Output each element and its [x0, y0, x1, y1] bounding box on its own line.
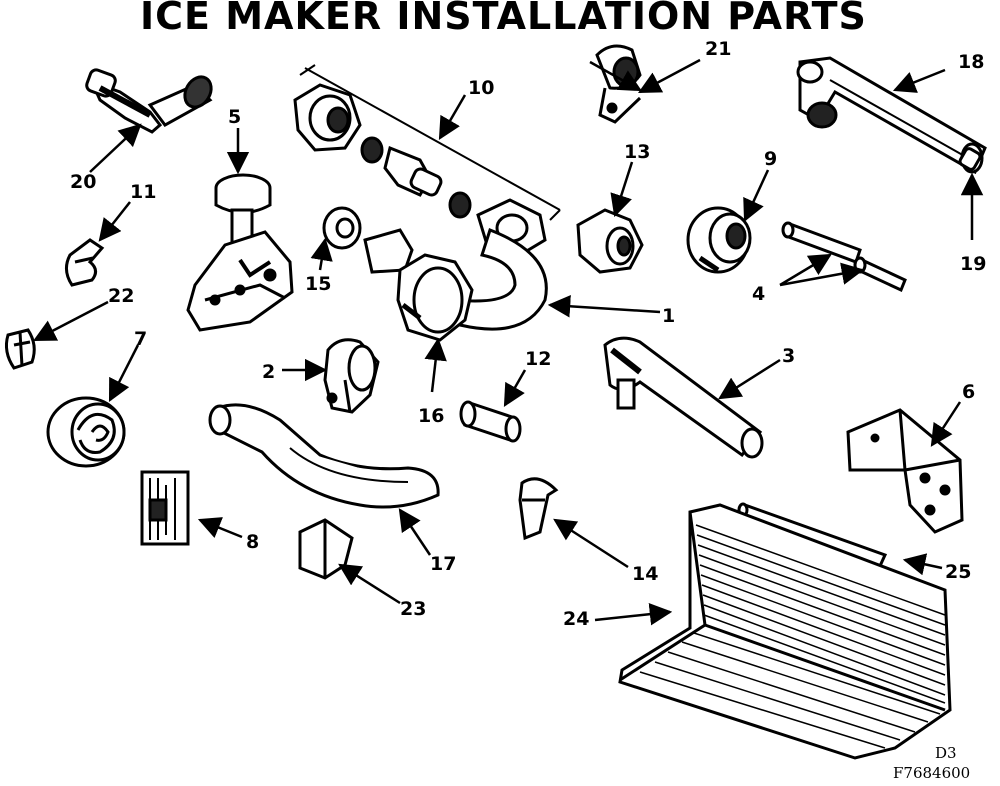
part-6-bracket [846, 408, 964, 534]
section-code: D3 [935, 744, 957, 762]
callout-17: 17 [430, 553, 456, 575]
callout-5: 5 [228, 106, 241, 128]
part-5-valve [186, 173, 294, 332]
callout-7: 7 [134, 328, 147, 350]
callout-23: 23 [400, 598, 426, 620]
part-20-connector-tube [85, 68, 213, 134]
part-14-clip [518, 477, 559, 541]
part-1-curved-fitting [363, 228, 548, 331]
callout-2: 2 [262, 361, 275, 383]
callout-18: 18 [958, 51, 984, 73]
callout-3: 3 [782, 345, 795, 367]
part-17-curved-hose [208, 403, 440, 509]
callout-8: 8 [246, 531, 259, 553]
part-9-grommet [686, 206, 752, 274]
part-24-ice-bin [618, 503, 952, 760]
part-2-clamp [323, 338, 380, 414]
figure-number: F7684600 [893, 764, 971, 782]
callout-22: 22 [108, 285, 134, 307]
diagram-title: ICE MAKER INSTALLATION PARTS [140, 0, 867, 38]
callout-14: 14 [632, 563, 658, 585]
leader-arrows [33, 58, 984, 626]
part-21-saddle-clamp [595, 44, 642, 124]
part-16-large-nut [396, 253, 474, 342]
callout-12: 12 [525, 348, 551, 370]
callout-1: 1 [662, 305, 675, 327]
callout-4: 4 [752, 283, 765, 305]
part-18-tube [796, 56, 987, 175]
callout-11: 11 [130, 181, 156, 203]
callout-6: 6 [962, 381, 975, 403]
part-3-elbow-tube [603, 336, 764, 459]
callout-10: 10 [468, 77, 494, 99]
callout-labels: 1 2 3 4 5 6 7 8 9 10 11 12 13 14 15 16 1… [70, 38, 986, 630]
callout-25: 25 [945, 561, 971, 583]
part-8-module [140, 470, 190, 546]
part-12-sleeve [459, 400, 522, 443]
part-15-washer [322, 206, 362, 250]
callout-20: 20 [70, 171, 96, 193]
part-23-bracket-clip [298, 518, 354, 580]
callout-15: 15 [305, 273, 331, 295]
part-19-tube-end [958, 142, 984, 174]
callout-13: 13 [624, 141, 650, 163]
callout-16: 16 [418, 405, 444, 427]
part-22-clip [5, 328, 36, 370]
callout-21: 21 [705, 38, 731, 60]
part-7-cap [46, 396, 126, 468]
part-11-clip [65, 238, 105, 287]
callout-9: 9 [764, 148, 777, 170]
part-13-hex-nut [576, 208, 644, 274]
callout-19: 19 [960, 253, 986, 275]
callout-24: 24 [563, 608, 589, 630]
